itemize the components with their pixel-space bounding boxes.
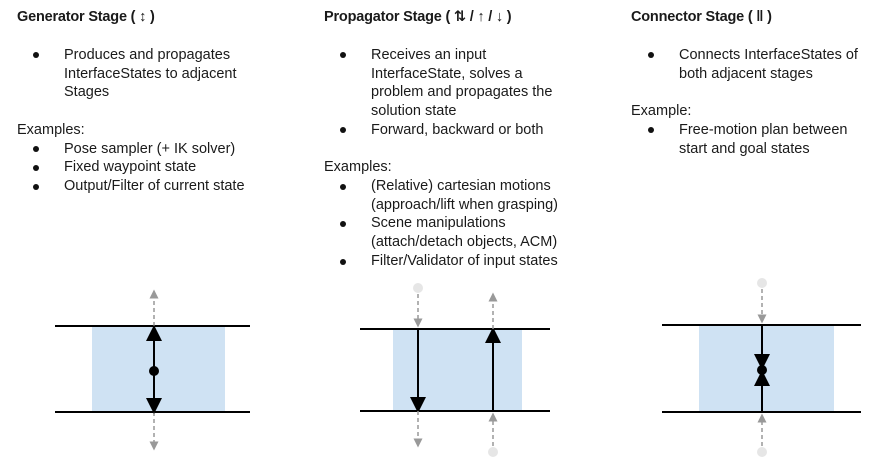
connector-example-line2: start and goal states — [679, 141, 810, 157]
generator-example-3: Output/Filter of current state — [64, 178, 245, 194]
connector-example-line1: Free-motion plan between — [679, 122, 848, 138]
bullet — [33, 165, 39, 171]
propagator-example-2-line2: (attach/detach objects, ACM) — [371, 234, 558, 250]
generator-desc-line3: Stages — [64, 84, 110, 100]
propagator-examples-label: Examples: — [324, 159, 392, 175]
bullet — [33, 184, 39, 190]
generator-title: Generator Stage ( ↕ ) — [17, 9, 155, 25]
bullet — [340, 184, 346, 190]
bullet — [33, 146, 39, 152]
connector-title: Connector Stage ( ‖ ) — [631, 9, 772, 25]
bullet — [340, 221, 346, 227]
propagator-desc-1-line1: Receives an input — [371, 47, 487, 63]
generator-desc-line1: Produces and propagates — [64, 47, 231, 63]
generator-example-1: Pose sampler (+ IK solver) — [64, 141, 236, 157]
propagator-example-1-line1: (Relative) cartesian motions — [371, 178, 551, 194]
propagator-desc-2: Forward, backward or both — [371, 122, 544, 138]
bullet — [648, 52, 654, 58]
propagator-desc-1-line2: InterfaceState, solves a — [371, 66, 523, 82]
bullet — [648, 127, 654, 133]
propagator-example-3: Filter/Validator of input states — [371, 253, 558, 269]
propagator-example-1-line2: (approach/lift when grasping) — [371, 197, 558, 213]
propagator-desc-1-line3: problem and propagates the — [371, 84, 553, 100]
generator-desc-line2: InterfaceStates to adjacent — [64, 66, 237, 82]
bullet — [340, 127, 346, 133]
bullet — [33, 52, 39, 58]
propagator-desc-1-line4: solution state — [371, 103, 457, 119]
propagator-example-2-line1: Scene manipulations — [371, 215, 506, 231]
bullet — [340, 52, 346, 58]
connector-desc-line1: Connects InterfaceStates of — [679, 47, 858, 63]
propagator-title: Propagator Stage ( ⇅ / ↑ / ↓ ) — [324, 9, 512, 25]
connector-examples-label: Example: — [631, 103, 692, 119]
bullet — [340, 259, 346, 265]
generator-example-2: Fixed waypoint state — [64, 159, 197, 175]
connector-desc-line2: both adjacent stages — [679, 66, 813, 82]
generator-examples-label: Examples: — [17, 122, 85, 138]
